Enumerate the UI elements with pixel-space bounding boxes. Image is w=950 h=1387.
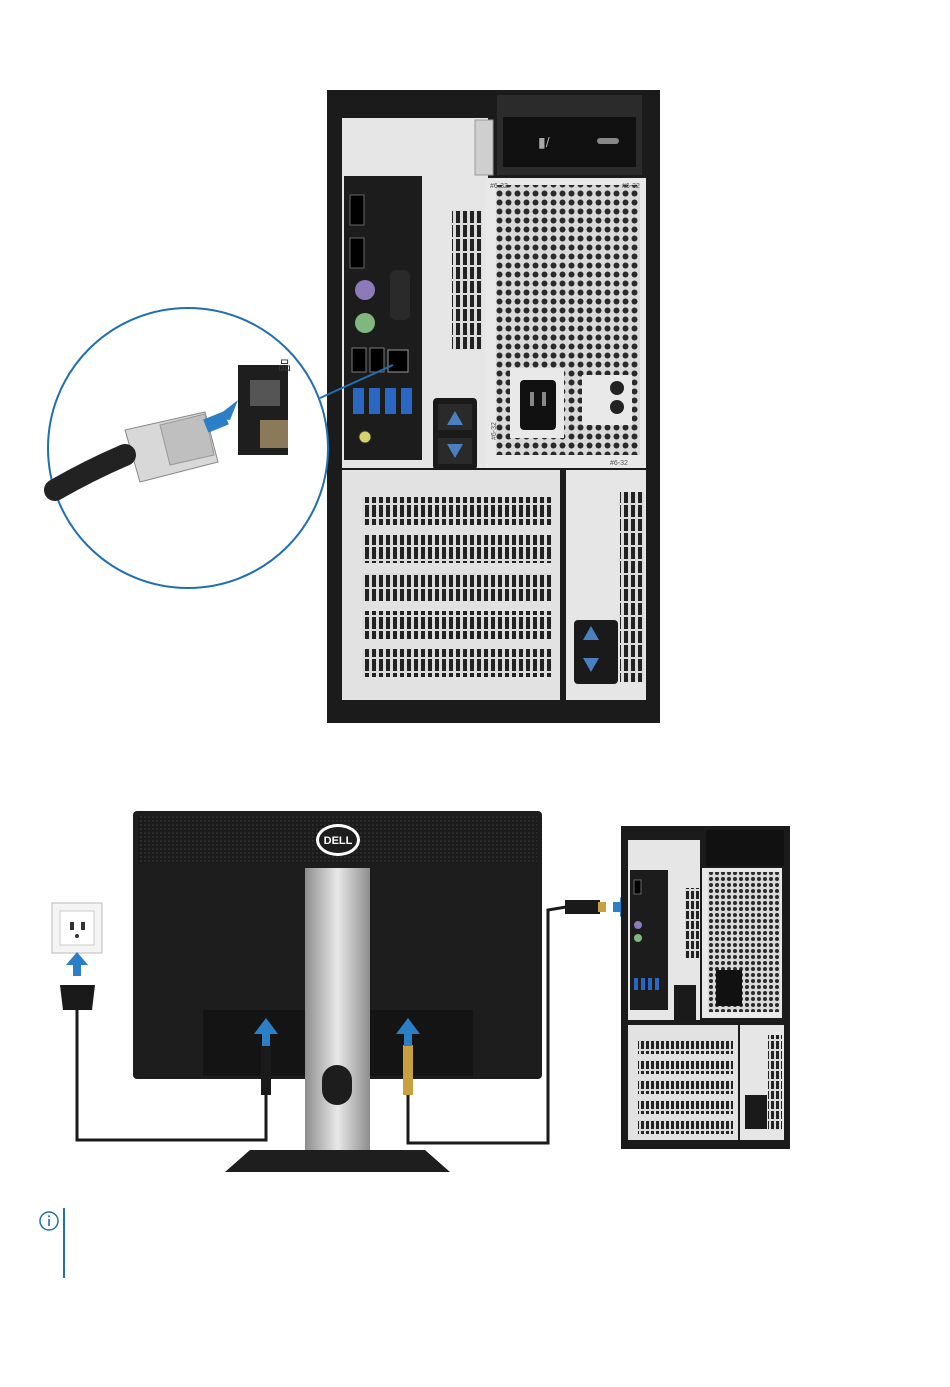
power-up-arrow	[66, 952, 88, 965]
note-rule	[63, 1208, 65, 1278]
computer-rear-small	[621, 826, 790, 1149]
info-icon	[38, 1210, 60, 1232]
dell-logo: DELL	[324, 835, 353, 847]
monitor-rear: DELL	[133, 811, 542, 1172]
note-callout	[38, 1208, 898, 1280]
figure-display-power-connection: DELL	[0, 0, 950, 1200]
wall-outlet	[52, 903, 102, 953]
